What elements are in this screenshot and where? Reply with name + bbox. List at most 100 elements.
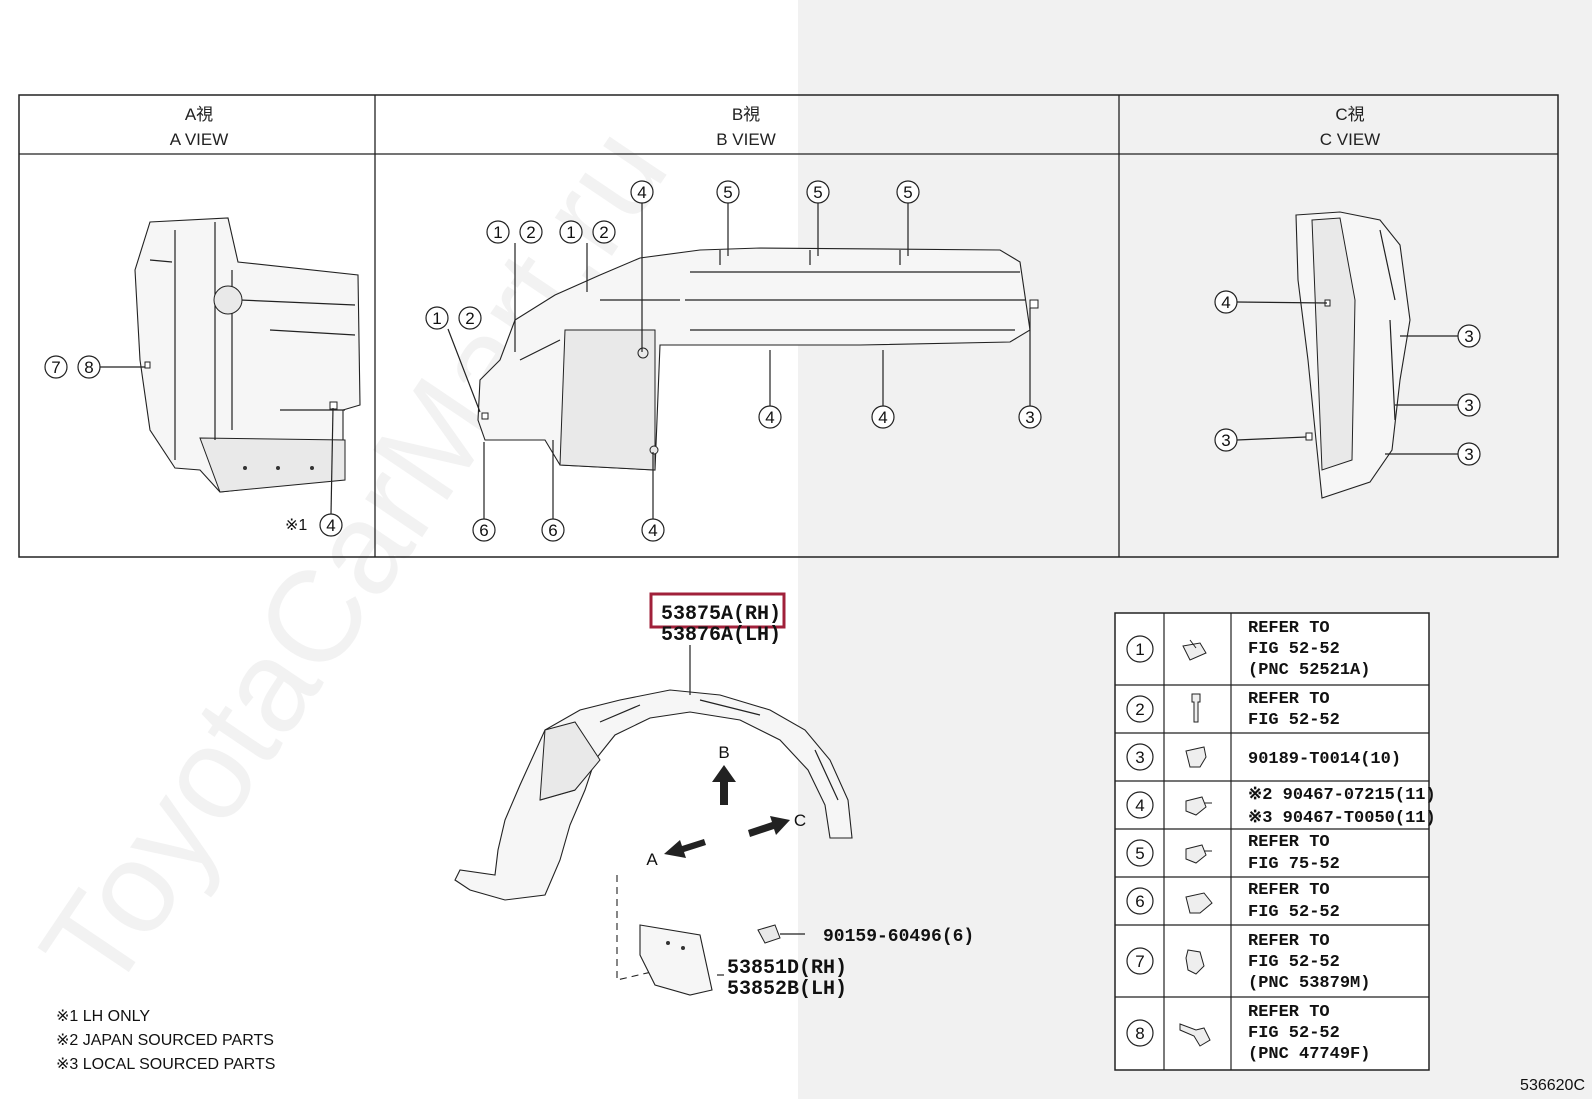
svg-text:4: 4: [878, 408, 887, 427]
svg-text:REFER TO: REFER TO: [1248, 619, 1330, 638]
clip-icon: [1182, 639, 1207, 661]
svg-text:1: 1: [493, 223, 502, 242]
callout-7: 7: [44, 355, 68, 379]
push-rivet-icon: [1185, 746, 1207, 768]
svg-text:5: 5: [903, 183, 912, 202]
callout-2-b1: 2: [519, 220, 543, 244]
svg-text:C: C: [794, 811, 806, 830]
b-view-drawing: [477, 247, 1039, 471]
bolt-icon: [1179, 1023, 1211, 1047]
svg-text:※3 90467-T0050(11): ※3 90467-T0050(11): [1248, 809, 1436, 828]
push-rivet-icon: [1185, 892, 1213, 914]
svg-text:4: 4: [648, 521, 657, 540]
legend-row-4: 4 ※2 90467-07215(11) ※3 90467-T0050(11): [1126, 786, 1436, 828]
svg-text:1: 1: [566, 223, 575, 242]
b-view-leaders: [447, 203, 1031, 519]
callout-1-b2: 1: [559, 220, 583, 244]
svg-text:FIG 52-52: FIG 52-52: [1248, 711, 1340, 730]
callout-5-b3: 5: [896, 180, 920, 204]
fastener-icon: [1185, 796, 1212, 816]
svg-text:2: 2: [526, 223, 535, 242]
part-number-mudguard-lh: 53852B(LH): [727, 978, 847, 1001]
legend-row-8: 8 REFER TO FIG 52-52 (PNC 47749F): [1126, 1003, 1370, 1064]
view-arrow-c: C: [748, 811, 806, 837]
b-view-title-jp: B視: [732, 105, 760, 124]
a-view-title-en: A VIEW: [170, 130, 229, 149]
callout-3-c2: 3: [1457, 393, 1481, 417]
callout-2-b2: 2: [592, 220, 616, 244]
legend-row-2: 2 REFER TO FIG 52-52: [1126, 690, 1340, 730]
svg-text:6: 6: [1135, 892, 1144, 911]
svg-text:REFER TO: REFER TO: [1248, 881, 1330, 900]
callout-4-b3: 4: [871, 405, 895, 429]
svg-text:2: 2: [599, 223, 608, 242]
svg-text:5: 5: [813, 183, 822, 202]
callout-4-b2: 4: [758, 405, 782, 429]
callout-5-b2: 5: [806, 180, 830, 204]
callout-3-c1: 3: [1457, 324, 1481, 348]
note-1: ※1 LH ONLY: [56, 1008, 150, 1025]
svg-text:90189-T0014(10): 90189-T0014(10): [1248, 750, 1401, 769]
callout-4-b1: 4: [630, 180, 654, 204]
svg-text:3: 3: [1135, 748, 1144, 767]
part-number-liner-lh: 53876A(LH): [661, 624, 781, 647]
screw-icon: [1191, 693, 1201, 723]
svg-text:※2 90467-07215(11): ※2 90467-07215(11): [1248, 786, 1436, 805]
clip-nut-icon: [1185, 949, 1205, 975]
svg-text:FIG 75-52: FIG 75-52: [1248, 855, 1340, 874]
callout-2-b3: 2: [458, 306, 482, 330]
svg-text:REFER TO: REFER TO: [1248, 1003, 1330, 1022]
svg-text:REFER TO: REFER TO: [1248, 932, 1330, 951]
callout-3-b: 3: [1018, 405, 1042, 429]
callout-4-b4: 4: [641, 518, 665, 542]
svg-text:7: 7: [51, 358, 60, 377]
highlight-box: [649, 592, 786, 629]
callout-4-c: 4: [1214, 290, 1238, 314]
svg-text:2: 2: [1135, 700, 1144, 719]
c-view-leaders: [1236, 301, 1458, 455]
svg-text:A: A: [646, 850, 658, 869]
c-view-drawing: [1295, 211, 1411, 499]
b-view-title-en: B VIEW: [716, 130, 776, 149]
svg-text:5: 5: [723, 183, 732, 202]
svg-text:FIG 52-52: FIG 52-52: [1248, 640, 1340, 659]
svg-text:3: 3: [1464, 396, 1473, 415]
svg-text:3: 3: [1464, 327, 1473, 346]
svg-text:(PNC 52521A): (PNC 52521A): [1248, 661, 1370, 680]
part-number-screw: 90159-60496(6): [823, 927, 974, 947]
svg-text:3: 3: [1464, 445, 1473, 464]
svg-text:1: 1: [432, 309, 441, 328]
c-view-title-jp: C視: [1335, 105, 1364, 124]
svg-text:4: 4: [637, 183, 646, 202]
svg-text:(PNC 53879M): (PNC 53879M): [1248, 974, 1370, 993]
c-view-title-en: C VIEW: [1320, 130, 1380, 149]
svg-text:3: 3: [1221, 431, 1230, 450]
svg-text:6: 6: [548, 521, 557, 540]
svg-text:4: 4: [326, 516, 335, 535]
a-view-title-jp: A視: [185, 105, 213, 124]
svg-text:FIG 52-52: FIG 52-52: [1248, 953, 1340, 972]
svg-text:B: B: [718, 743, 729, 762]
part-number-liner-rh: 53875A(RH): [661, 603, 781, 626]
svg-text:7: 7: [1135, 952, 1144, 971]
svg-text:4: 4: [765, 408, 774, 427]
figure-code: 536620C: [1520, 1077, 1585, 1094]
callout-8: 8: [77, 355, 101, 379]
legend-row-1: 1 REFER TO FIG 52-52 (PNC 52521A): [1126, 619, 1370, 680]
part-number-mudguard-rh: 53851D(RH): [727, 957, 847, 980]
callout-6-b1: 6: [472, 518, 496, 542]
callout-1-b3: 1: [425, 306, 449, 330]
svg-text:FIG 52-52: FIG 52-52: [1248, 1024, 1340, 1043]
svg-text:5: 5: [1135, 844, 1144, 863]
callout-3-c4: 3: [1214, 428, 1238, 452]
svg-text:REFER TO: REFER TO: [1248, 690, 1330, 709]
svg-text:REFER TO: REFER TO: [1248, 833, 1330, 852]
svg-text:3: 3: [1025, 408, 1034, 427]
callout-4-a: 4: [319, 513, 343, 537]
views-table: A視 A VIEW B視 B VIEW C視 C VIEW: [18, 94, 1559, 558]
callout-3-c3: 3: [1457, 442, 1481, 466]
svg-text:1: 1: [1135, 640, 1144, 659]
svg-text:6: 6: [479, 521, 488, 540]
legend-row-6: 6 REFER TO FIG 52-52: [1126, 881, 1340, 922]
